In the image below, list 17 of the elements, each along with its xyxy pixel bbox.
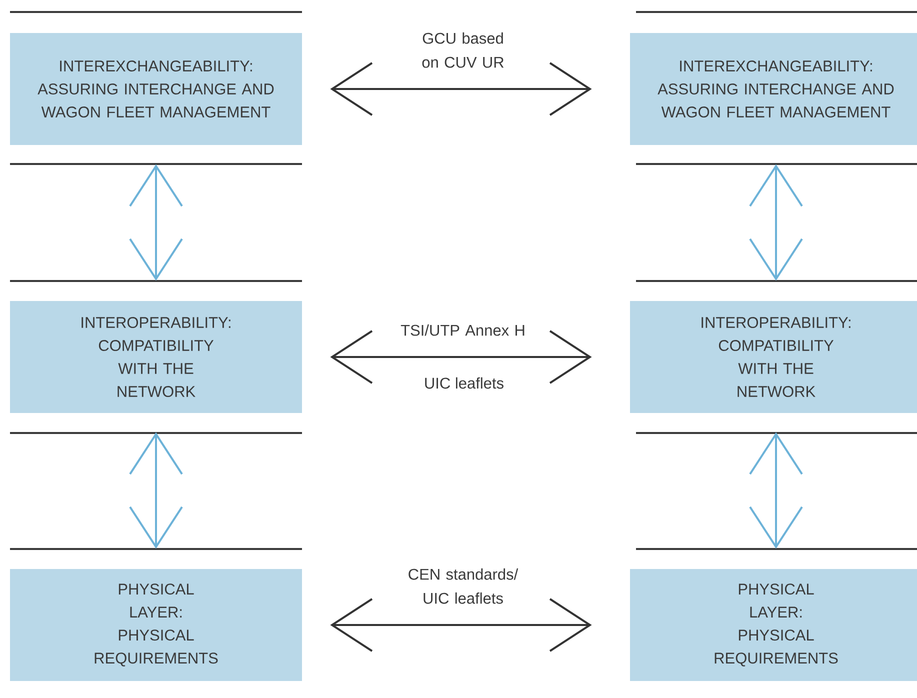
- arrow: [129, 164, 183, 281]
- layer-box: INTEROPERABILITY: COMPATIBILITY WITH THE NETWORK: [630, 301, 917, 413]
- arrow: [749, 432, 803, 549]
- layer-box: PHYSICAL LAYER: PHYSICAL REQUIREMENTS: [630, 569, 917, 681]
- edge-label: TSI/UTP Annex H: [400, 324, 524, 336]
- edge-label: CEN standards/ UIC leaflets: [408, 568, 518, 604]
- layer-box: INTEROPERABILITY: COMPATIBILITY WITH THE NETWORK: [10, 301, 302, 413]
- arrow: [330, 62, 592, 116]
- arrow: [749, 164, 803, 281]
- arrow: [330, 330, 592, 384]
- layer-box: INTEREXCHANGEABILITY: ASSURING INTERCHANGE AND WAGON FLEET MANAGEMENT: [630, 33, 917, 145]
- arrow: [330, 598, 592, 652]
- note-text: UIC leaflets: [425, 377, 504, 389]
- edge-label: GCU based on CUV UR: [422, 32, 504, 68]
- arrow: [129, 432, 183, 549]
- layer-box: PHYSICAL LAYER: PHYSICAL REQUIREMENTS: [10, 569, 302, 681]
- layer-box: INTEREXCHANGEABILITY: ASSURING INTERCHANGE AND WAGON FLEET MANAGEMENT: [10, 33, 302, 145]
